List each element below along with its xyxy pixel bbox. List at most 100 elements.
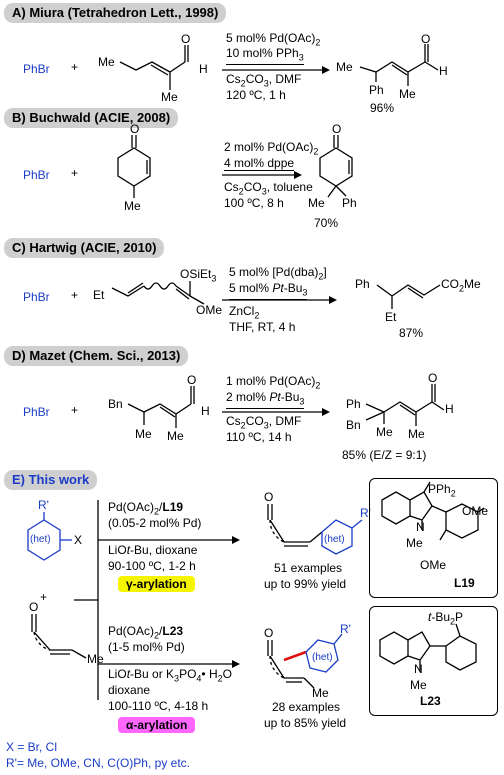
section-d-me1: Me	[135, 427, 152, 441]
l19-n: N	[416, 520, 425, 534]
note-x: X = Br, Cl	[6, 740, 58, 754]
section-e-alpha-product	[267, 633, 343, 689]
section-b-enone-reactant	[117, 135, 151, 198]
alpha-result-2: up to 85% yield	[264, 716, 347, 730]
section-a-yield: 96%	[370, 101, 395, 115]
section-d-yield: 85% (E/Z = 9:1)	[342, 448, 427, 462]
section-c-prod-et: Et	[385, 310, 397, 324]
section-d-cond-2: 2 mol% Pt-Bu3	[226, 390, 305, 410]
l23-me: Me	[410, 678, 427, 692]
section-b-cond-3: Cs2CO3, toluene	[224, 180, 313, 197]
gamma-product-het: (het)	[324, 534, 345, 545]
section-a-prod-o: O	[421, 32, 431, 46]
section-d-cond-1: 1 mol% Pd(OAc)2	[226, 374, 321, 391]
l19-pph2: PPh2	[428, 482, 456, 499]
section-c-prod-co2me: CO2Me	[441, 277, 481, 294]
section-b-yield: 70%	[314, 216, 339, 230]
section-a-title: A) Miura (Tetrahedron Lett., 1998)	[4, 3, 227, 23]
section-c-reactant: PhBr	[23, 290, 50, 304]
gamma-product-o: O	[264, 490, 274, 504]
section-a-prod-me2: Me	[399, 87, 416, 101]
note-rprime: R'= Me, OMe, CN, C(O)Ph, py etc.	[6, 756, 190, 770]
section-c-plus: +	[71, 288, 79, 302]
section-e-title: E) This work	[4, 470, 98, 490]
section-a-cond-2: 10 mol% PPh3	[226, 46, 304, 66]
section-a-o-label: O	[181, 32, 191, 46]
section-c-product	[376, 284, 441, 309]
section-a-prod-h: H	[439, 64, 448, 78]
section-e-upper-cond-2: (0.05-2 mol% Pd)	[108, 516, 202, 530]
section-b-prod-me: Me	[308, 196, 325, 210]
section-e-lower-cond-1: Pd(OAc)2/L23	[108, 624, 184, 641]
l23-n: N	[414, 662, 423, 676]
section-a-cond-1: 5 mol% Pd(OAc)2	[226, 31, 321, 48]
section-b-cond-2: 4 mol% dppe	[224, 156, 295, 171]
section-d-prod-me1: Me	[376, 425, 393, 439]
section-e-x: X	[74, 533, 83, 547]
ligand-l23-box	[369, 606, 498, 716]
ligand-l19-structure	[381, 481, 485, 541]
section-b-cond-4: 100 ºC, 8 h	[224, 196, 284, 210]
gamma-result-2: up to 99% yield	[264, 577, 347, 591]
section-d-h: H	[201, 404, 210, 418]
section-e-plus: +	[40, 590, 48, 604]
section-c-prod-ph: Ph	[355, 277, 370, 291]
section-d-prod-bn: Bn	[346, 418, 361, 432]
section-c-osiet3: OSiEt3	[180, 267, 217, 284]
section-d-bn: Bn	[108, 397, 123, 411]
section-a-h-label: H	[199, 62, 208, 76]
section-e-rprime: R'	[38, 498, 49, 512]
section-a-me-label: Me	[98, 55, 115, 69]
l19-label: L19	[454, 576, 475, 590]
section-e-upper-cond-3: LiOt-Bu, dioxane	[108, 543, 198, 557]
section-d-prod-h: H	[445, 402, 454, 416]
section-b-plus: +	[71, 166, 79, 180]
section-c-cond-3: ZnCl2	[229, 304, 260, 321]
l23-tbu2p: t-Bu2P	[428, 610, 464, 627]
section-d-prod-o: O	[428, 371, 438, 385]
section-e-upper-cond-4: 90-100 ºC, 1-2 h	[108, 559, 196, 573]
section-e-gamma-product	[267, 504, 363, 555]
section-d-cond-4: 110 ºC, 14 h	[226, 430, 292, 444]
section-c-ketene-acetal	[111, 281, 205, 305]
section-b-product	[319, 135, 353, 198]
section-e-aryl-halide	[27, 512, 72, 561]
section-e-lower-cond-3: LiOt-Bu or K3PO4• H2O	[108, 667, 232, 684]
section-a-me-label-2: Me	[161, 90, 178, 104]
alpha-product-het: (het)	[312, 652, 333, 663]
gamma-product-rprime: R'	[360, 506, 371, 520]
section-c-cond-2: 5 mol% Pt-Bu3	[229, 281, 308, 301]
section-b-me: Me	[124, 199, 141, 213]
l23-label: L23	[420, 694, 441, 708]
section-e-upper-cond-1: Pd(OAc)2/L19	[108, 500, 184, 517]
section-d-me2: Me	[167, 429, 184, 443]
section-a-product	[359, 44, 439, 86]
ligand-l19-box	[369, 478, 498, 598]
section-d-plus: +	[71, 403, 79, 417]
section-e-het: (het)	[30, 534, 51, 545]
l19-me: Me	[406, 536, 423, 550]
l19-ome-1: OMe	[462, 504, 489, 518]
section-e-enone-o: O	[29, 600, 39, 614]
alpha-product-rprime: R'	[340, 622, 351, 636]
section-c-et: Et	[93, 288, 105, 302]
section-b-title: B) Buchwald (ACIE, 2008)	[4, 108, 179, 128]
section-a-prod-ph: Ph	[369, 83, 384, 97]
section-e-cyclic-enone	[31, 614, 87, 659]
section-d-reactant: PhBr	[23, 405, 50, 419]
section-e-enone-me: Me	[87, 652, 104, 666]
section-b-prod-ph: Ph	[342, 196, 357, 210]
alpha-arylation-badge: α-arylation	[118, 717, 196, 733]
section-b-cond-1: 2 mol% Pd(OAc)2	[224, 140, 319, 157]
alpha-result-1: 28 examples	[272, 700, 341, 714]
section-b-reactant: PhBr	[23, 168, 50, 182]
section-c-yield: 87%	[399, 326, 424, 340]
section-e-lower-cond-4: dioxane	[108, 683, 151, 697]
section-d-o: O	[187, 373, 197, 387]
gamma-arylation-badge: γ-arylation	[118, 576, 195, 592]
section-c-title: C) Hartwig (ACIE, 2010)	[4, 238, 165, 258]
section-a-cond-3: Cs2CO3, DMF	[226, 72, 302, 89]
section-d-product	[365, 384, 445, 426]
section-d-cond-3: Cs2CO3, DMF	[226, 414, 302, 431]
